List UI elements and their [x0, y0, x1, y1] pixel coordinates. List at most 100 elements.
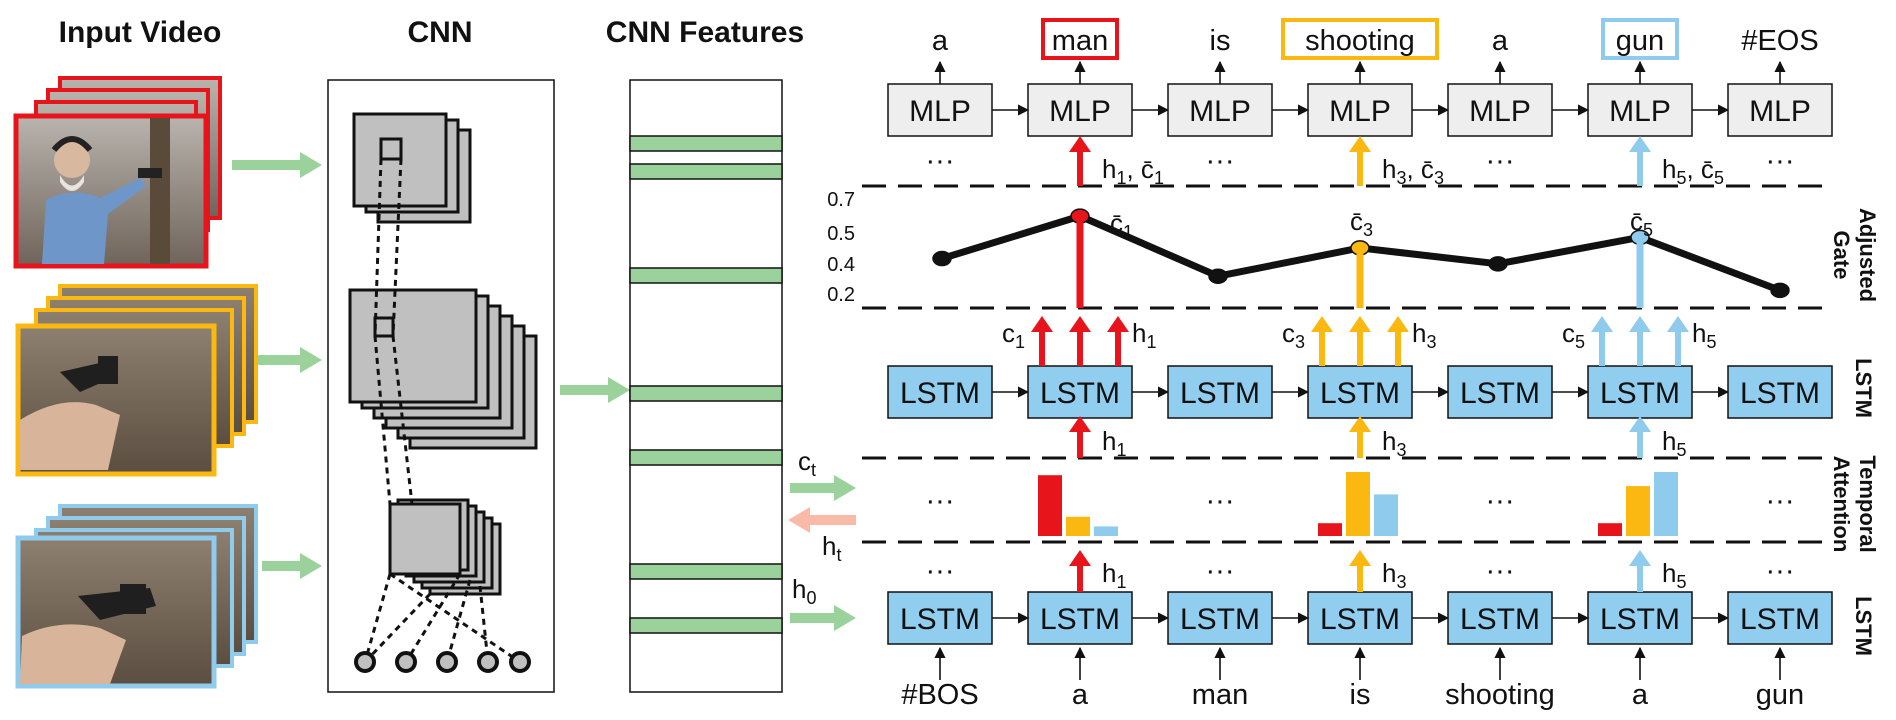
mlp-ellipsis-0: ···: [926, 145, 955, 177]
attention-bar-1-1: [1066, 516, 1090, 536]
output-word-6: #EOS: [1741, 25, 1818, 57]
output-word-5: gun: [1616, 25, 1664, 57]
mlp-ellipsis-6: ···: [1766, 145, 1795, 177]
lstm-bottom-box-2: [1167, 591, 1273, 645]
lstm-h-label-5: h5: [1662, 558, 1686, 592]
lstm-top-label-1: LSTM: [1040, 377, 1120, 410]
attn-to-lstm-5-head: [1629, 416, 1651, 432]
input-word-5: a: [1632, 679, 1649, 711]
lstm-bottom-label-3: LSTM: [1320, 603, 1400, 636]
input-word-2: man: [1192, 679, 1248, 711]
attn-h-label-5: h5: [1662, 426, 1686, 460]
lstm-bottom-label-4: LSTM: [1460, 603, 1540, 636]
mlp-ellipsis-4: ···: [1486, 145, 1515, 177]
lstm-to-gate-3-2-head: [1387, 316, 1409, 332]
side-label-adjusted-gate: AdjustedGate: [1829, 208, 1880, 302]
attention-bar-5-0: [1598, 523, 1622, 536]
dashed-separators: [862, 184, 1822, 544]
lstm-bottom-label-6: LSTM: [1740, 603, 1820, 636]
mlp-box-6: [1727, 83, 1833, 137]
lstm-top-box-6: [1727, 365, 1833, 419]
lstm-top-label-3: LSTM: [1320, 377, 1400, 410]
man-shooting-image: [42, 118, 170, 264]
gate-h-label-3: h3: [1412, 318, 1436, 352]
attn-h-label-1: h1: [1102, 426, 1126, 460]
gate-h-label-1: h1: [1132, 318, 1156, 352]
output-word-3: shooting: [1305, 25, 1415, 57]
mlp-label-2: MLP: [1189, 95, 1251, 128]
mlp-label-6: MLP: [1749, 95, 1811, 128]
ht-label: ht: [822, 531, 841, 565]
attention-bar-5-2: [1654, 472, 1678, 536]
h0-arrow-head: [834, 605, 856, 631]
attention-bar-1-0: [1038, 475, 1062, 536]
gate-tick-04: 0.4: [827, 254, 855, 276]
lstm-bottom-box-1: [1027, 591, 1133, 645]
lstm-ellipsis-0: ···: [926, 555, 955, 587]
output-word-box-5: [1601, 18, 1679, 60]
header-input-video: Input Video: [59, 16, 222, 49]
ct-label: ct: [798, 446, 816, 480]
lstm-h-label-1: h1: [1102, 558, 1126, 592]
gate-tick-07: 0.7: [827, 189, 855, 211]
side-label-temporal-attention: TemporalAttention: [1829, 455, 1880, 552]
lstm-bottom-label-2: LSTM: [1180, 603, 1260, 636]
lstm-to-gate-1-2-head: [1107, 316, 1129, 332]
lstm-to-gate-5-0-head: [1591, 316, 1613, 332]
ht-arrow-head: [788, 507, 810, 533]
lstm-bottom-box-4: [1447, 591, 1553, 645]
attention-bar-3-2: [1374, 494, 1398, 536]
lstm-bottom-box-3: [1307, 591, 1413, 645]
lstm-top-label-0: LSTM: [900, 377, 980, 410]
lstm-h-label-3: h3: [1382, 558, 1406, 592]
gate-c-label-5: c5: [1562, 318, 1585, 352]
lstm-to-gate-1-1-head: [1069, 316, 1091, 332]
gate-point-4: [1488, 256, 1508, 272]
attention-bar-3-0: [1318, 523, 1342, 536]
output-word-box-3: [1281, 18, 1439, 60]
lstm-top-label-6: LSTM: [1740, 377, 1820, 410]
mlp-box-0: [887, 83, 993, 137]
attn-to-lstm-3-head: [1349, 416, 1371, 432]
lstm-top-box-3: [1307, 365, 1413, 419]
output-word-box-1: [1041, 18, 1119, 60]
video-stack-yellow: [15, 284, 258, 477]
lstm-bottom-label-0: LSTM: [900, 603, 980, 636]
cnn-layer-3: [388, 498, 502, 596]
video-arrow-1-head: [300, 152, 322, 178]
gate-c-label-3: c3: [1282, 318, 1305, 352]
lstm-top-box-0: [887, 365, 993, 419]
lstm-to-gate-5-2-head: [1667, 316, 1689, 332]
gate-point-2: [1208, 268, 1228, 284]
output-word-1: man: [1052, 25, 1108, 57]
output-word-2: is: [1210, 25, 1231, 57]
video-stack-red: [13, 76, 222, 269]
gate-cbar-label-1: c̄1: [1110, 208, 1133, 242]
mlp-box-2: [1167, 83, 1273, 137]
side-label-lstm-bottom: LSTM: [1851, 596, 1876, 656]
gate-to-mlp-5-head: [1629, 136, 1651, 152]
lstm-bottom-label-5: LSTM: [1600, 603, 1680, 636]
lstm-ellipsis-6: ···: [1766, 555, 1795, 587]
input-word-1: a: [1072, 679, 1089, 711]
output-word-4: a: [1492, 25, 1509, 57]
cnn-input-nodes: [354, 651, 531, 673]
lstm-to-attn-5-head: [1629, 550, 1651, 566]
header-cnn: CNN: [408, 16, 473, 49]
mlp-input-label-5: h5, c̄5: [1662, 154, 1724, 188]
lstm-top-label-2: LSTM: [1180, 377, 1260, 410]
lstm-top-box-2: [1167, 365, 1273, 419]
mlp-ellipsis-2: ···: [1206, 145, 1235, 177]
cnn-layer-1: [352, 112, 472, 224]
gate-to-mlp-1-head: [1069, 136, 1091, 152]
attn-to-lstm-1-head: [1069, 416, 1091, 432]
cnn-arrow-head: [608, 377, 630, 403]
h0-label: h0: [792, 574, 816, 608]
side-label-lstm-top: LSTM: [1851, 358, 1876, 418]
video-arrow-2-head: [300, 347, 322, 373]
mlp-label-3: MLP: [1329, 95, 1391, 128]
header-cnn-features: CNN Features: [606, 16, 804, 49]
mlp-box-1: [1027, 83, 1133, 137]
mlp-label-4: MLP: [1469, 95, 1531, 128]
hands-gun-image: [20, 356, 120, 470]
